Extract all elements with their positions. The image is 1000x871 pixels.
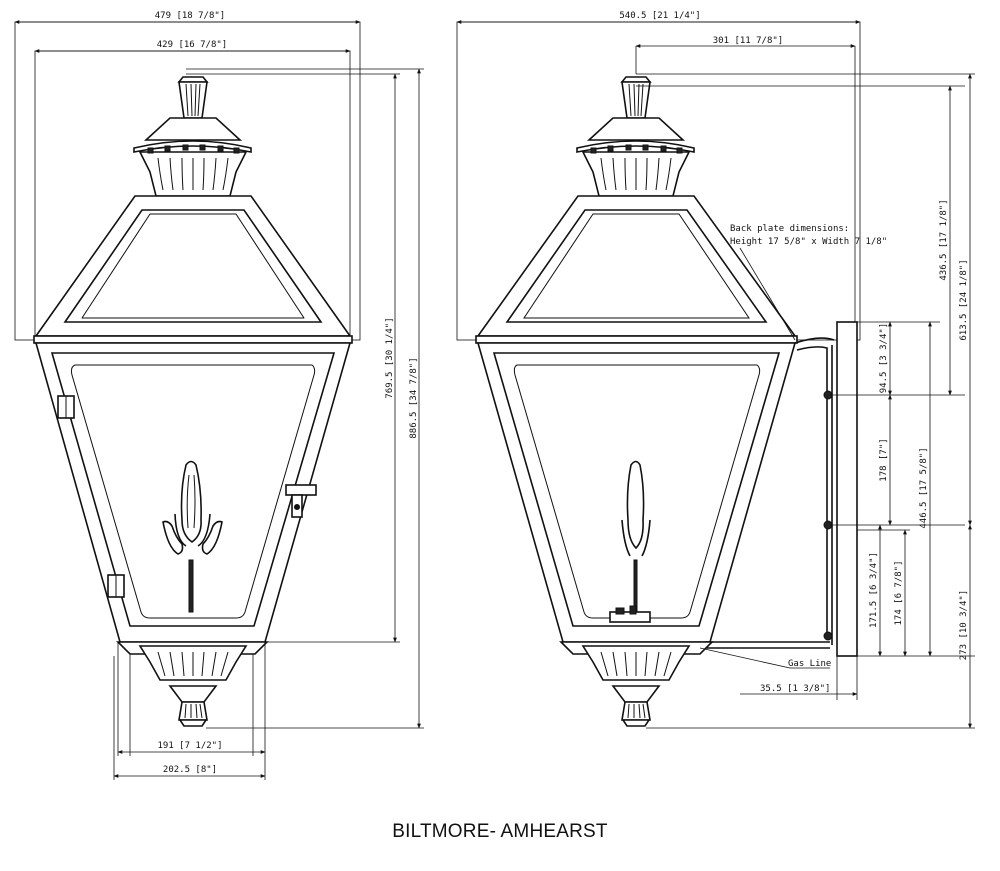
front-body — [34, 342, 352, 643]
front-view: 479 [18 7/8"] 429 [16 7/8"] 769.5 [30 1/… — [14, 11, 424, 780]
side-body — [476, 342, 797, 643]
dim-height-a: 769.5 [30 1/4"] — [385, 317, 395, 398]
dim-base-outer: 202.5 [8"] — [163, 765, 217, 775]
front-bottom — [116, 641, 269, 727]
dim-plate-height: 446.5 [17 5/8"] — [919, 447, 929, 528]
dim-base-inner: 191 [7 1/2"] — [157, 741, 222, 751]
product-title: BILTMORE- AMHEARST — [392, 821, 608, 842]
dim-body-depth: 301 [11 7/8"] — [713, 36, 783, 46]
back-plate — [830, 321, 975, 657]
dim-plate-top-gap: 94.5 [3 3/4"] — [879, 323, 889, 393]
front-burner — [162, 460, 223, 613]
dim-height-b: 886.5 [34 7/8"] — [409, 357, 419, 438]
dim-mount-spacing: 178 [7"] — [879, 438, 889, 481]
dim-plate-to-top: 436.5 [17 1/8"] — [939, 199, 949, 280]
backplate-note-line-1: Back plate dimensions: — [730, 224, 849, 234]
front-dimensions — [14, 20, 424, 780]
dim-top-to-plate-bottom: 613.5 [24 1/8"] — [959, 259, 969, 340]
dim-overall-width: 479 [18 7/8"] — [155, 11, 225, 21]
dim-gas-offset: 35.5 [1 3/8"] — [760, 684, 830, 694]
gas-line-label: Gas Line — [788, 659, 831, 669]
dim-body-width: 429 [16 7/8"] — [157, 40, 227, 50]
side-finial — [576, 76, 695, 197]
dim-plate-lower: 171.5 [6 3/4"] — [869, 552, 879, 628]
side-bottom — [559, 641, 714, 727]
dim-bottom-offset: 273 [10 3/4"] — [959, 590, 969, 660]
side-roof — [475, 195, 798, 344]
front-finial — [133, 76, 252, 197]
side-dimensions — [636, 73, 975, 729]
dim-plate-lower-b: 174 [6 7/8"] — [894, 560, 904, 625]
dim-overall-depth: 540.5 [21 1/4"] — [619, 11, 700, 21]
front-roof — [33, 195, 353, 344]
backplate-note-line-2: Height 17 5/8" x Width 7 1/8" — [730, 237, 887, 247]
side-view: 540.5 [21 1/4"] 301 [11 7/8"] Back plate… — [456, 11, 975, 729]
